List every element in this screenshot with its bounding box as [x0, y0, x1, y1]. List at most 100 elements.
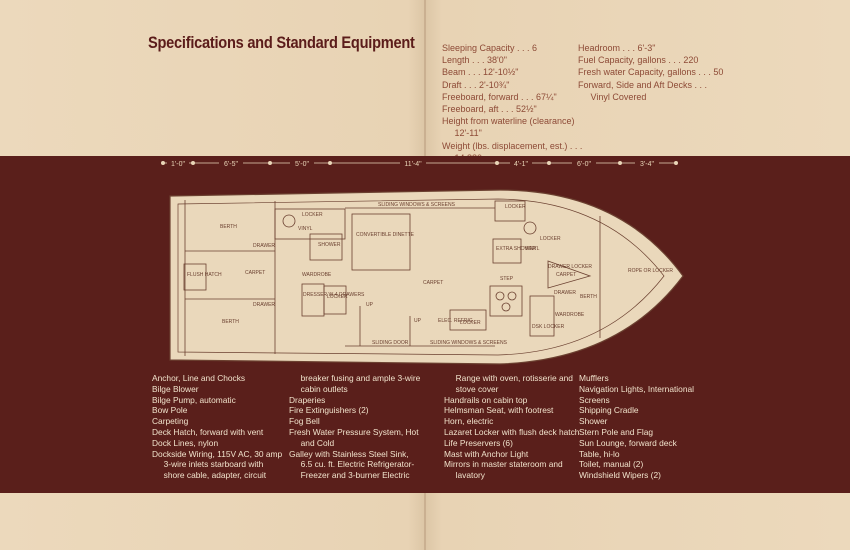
- dimension-gap: [572, 158, 596, 168]
- dimension-dot: [495, 161, 499, 165]
- spec-line: Draft . . . 2'-10¾": [442, 79, 510, 90]
- dimension-gap: [167, 158, 189, 168]
- equipment-item: cabin outlets: [289, 383, 348, 394]
- extra-shower: [492, 238, 522, 264]
- dsk-locker-block: [529, 295, 555, 337]
- burner-icon: [501, 302, 511, 312]
- spec-line: Freeboard, aft . . . 52½": [442, 104, 537, 115]
- refrigerator-block: [449, 309, 487, 331]
- equipment-item: Range with oven, rotisserie and: [444, 373, 573, 383]
- plan-label: DRESSER W-4 DRAWERS: [303, 292, 365, 298]
- page-title: Specifications and Standard Equipment: [148, 33, 415, 52]
- dimension-label: 11'-4": [404, 161, 422, 168]
- equipment-item: Navigation Lights, International: [579, 383, 694, 394]
- plan-label: FLUSH HATCH: [187, 272, 222, 278]
- plan-label: VINYL: [525, 246, 540, 252]
- equipment-item: Dockside Wiring, 115V AC, 30 amp: [152, 448, 283, 459]
- spec-line: Fuel Capacity, gallons . . . 220: [578, 55, 699, 66]
- plan-label: STEP: [500, 276, 514, 282]
- dimension-dot: [191, 161, 195, 165]
- boat-floorplan: BERTH DRAWER CARPET FLUSH HATCH DRAWER B…: [169, 189, 684, 365]
- equipment-item: Anchor, Line and Chocks: [152, 373, 246, 383]
- dimension-label: 6'-0": [577, 161, 591, 168]
- plan-label: DSK LOCKER: [532, 324, 565, 330]
- spec-line: Length . . . 38'0": [442, 55, 507, 66]
- equipment-item: Shipping Cradle: [579, 405, 639, 416]
- spec-line: Sleeping Capacity . . . 6: [442, 43, 538, 53]
- equipment-item: Windshield Wipers (2): [579, 470, 661, 481]
- plan-label: LOCKER: [302, 212, 323, 218]
- dimension-gap: [400, 158, 426, 168]
- equipment-item: Mast with Anchor Light: [444, 448, 529, 459]
- equipment-item: Screens: [579, 394, 610, 405]
- plan-label: ROPE OR LOCKER: [628, 268, 673, 274]
- dimension-bar: 1'-0" 6'-5" 5'-0" 11'-4" 4'-1" 6'-0" 3'-…: [161, 158, 678, 168]
- equipment-item: Freezer and 3-burner Electric: [289, 470, 410, 481]
- equipment-item: Deck Hatch, forward with vent: [152, 426, 264, 437]
- plan-label: ELEC. REFRIG.: [438, 318, 474, 324]
- dimension-gap: [635, 158, 659, 168]
- plan-label: DRAWER: [554, 290, 576, 296]
- equipment-item: Helmsman Seat, with footrest: [444, 405, 554, 416]
- equipment-item: Dock Lines, nylon: [152, 437, 219, 448]
- equipment-item: stove cover: [444, 383, 499, 394]
- dimension-dot: [328, 161, 332, 165]
- specs-column-2: Headroom . . . 6'-3" Fuel Capacity, gall…: [578, 42, 723, 103]
- forward-locker: [494, 200, 526, 222]
- dimension-gap: [290, 158, 314, 168]
- plan-label: SHOWER: [318, 242, 341, 248]
- equipment-item: breaker fusing and ample 3-wire: [289, 373, 421, 383]
- equipment-column-3: Range with oven, rotisserie and stove co…: [444, 373, 579, 481]
- dimension-dot: [268, 161, 272, 165]
- plan-label: SLIDING DOOR: [372, 340, 409, 346]
- cabin-outline: [177, 198, 665, 356]
- burner-icon: [495, 291, 505, 301]
- plan-label: BERTH: [222, 319, 239, 325]
- spec-line: Vinyl Covered: [578, 91, 647, 102]
- equipment-column-4: Mufflers Navigation Lights, Internationa…: [579, 373, 694, 481]
- plan-label: BERTH: [580, 294, 597, 300]
- equipment-item: Bow Pole: [152, 405, 188, 416]
- dimension-label: 5'-0": [295, 161, 309, 168]
- equipment-item: Lazaret Locker with flush deck hatch: [444, 426, 580, 437]
- equipment-item: Shower: [579, 416, 608, 427]
- hull-outline: [169, 189, 684, 365]
- equipment-item: Handrails on cabin top: [444, 394, 528, 405]
- dimension-gap: [510, 158, 532, 168]
- equipment-item: and Cold: [289, 437, 335, 448]
- plan-label: LOCKER: [540, 236, 561, 242]
- equipment-item: Fresh Water Pressure System, Hot: [289, 426, 419, 437]
- equipment-column-2: breaker fusing and ample 3-wire cabin ou…: [289, 373, 420, 481]
- equipment-item: Table, hi-lo: [579, 448, 620, 459]
- galley-range: [489, 285, 523, 317]
- plan-label: LOCKER: [505, 204, 526, 210]
- plan-label: BERTH: [220, 224, 237, 230]
- equipment-item: Bilge Pump, automatic: [152, 394, 236, 405]
- aft-locker: [323, 285, 347, 315]
- equipment-item: Sun Lounge, forward deck: [579, 437, 677, 448]
- plan-label: SLIDING WINDOWS & SCREENS: [430, 340, 508, 346]
- dimension-dot: [674, 161, 678, 165]
- spec-line: Freeboard, forward . . . 67¼": [442, 91, 557, 102]
- burner-icon: [507, 291, 517, 301]
- plan-label: DRAWER: [253, 302, 275, 308]
- plan-label: CARPET: [556, 272, 576, 278]
- equipment-item: Carpeting: [152, 416, 189, 427]
- spec-line: Headroom . . . 6'-3": [578, 43, 656, 53]
- equipment-item: 6.5 cu. ft. Electric Refrigerator-: [289, 459, 415, 470]
- specs-column-1: Sleeping Capacity . . . 6 Length . . . 3…: [442, 42, 582, 164]
- plan-label: DRAWER LOCKER: [548, 264, 592, 270]
- floorplan-band: 1'-0" 6'-5" 5'-0" 11'-4" 4'-1" 6'-0" 3'-…: [0, 156, 850, 493]
- dimension-dot: [618, 161, 622, 165]
- spec-line: 12'-11": [442, 128, 482, 139]
- equipment-item: Draperies: [289, 394, 326, 405]
- plan-label: WARDROBE: [302, 272, 332, 278]
- equipment-item: Bilge Blower: [152, 383, 199, 394]
- plan-label: LOCKER: [327, 294, 348, 300]
- dimension-label: 3'-4": [640, 161, 654, 168]
- dimension-dot: [161, 161, 165, 165]
- dimension-label: 1'-0": [171, 161, 185, 168]
- equipment-item: Fog Bell: [289, 416, 320, 427]
- plan-label: CARPET: [245, 270, 265, 276]
